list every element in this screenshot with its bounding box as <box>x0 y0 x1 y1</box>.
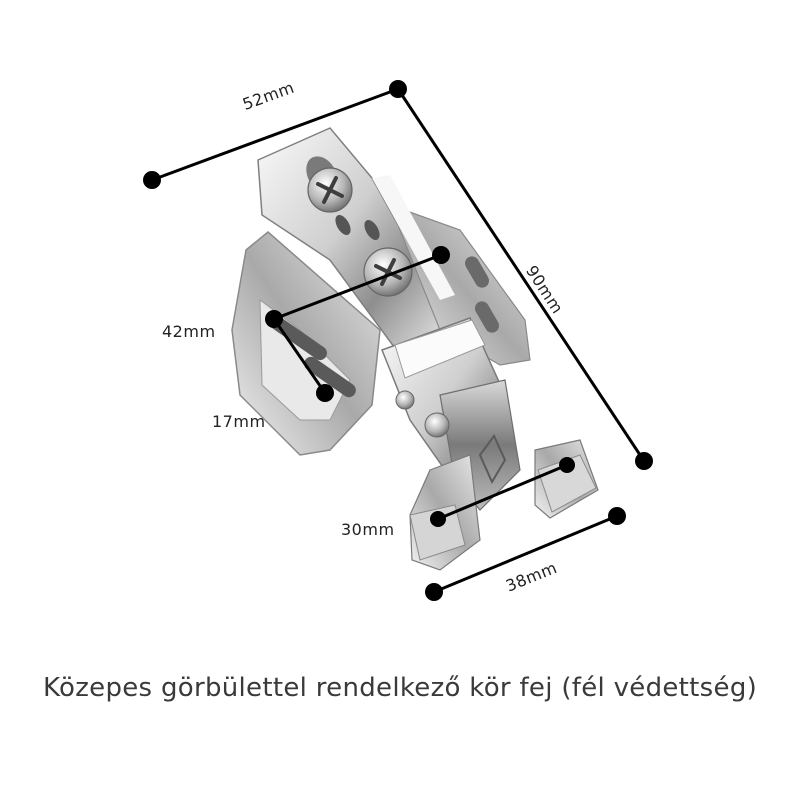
dimension-line-30mm <box>430 457 575 527</box>
dimension-label-hole-spacing: 42mm <box>162 322 216 341</box>
dimension-label-cup-offset: 30mm <box>341 520 395 539</box>
hinge-knuckle <box>381 317 521 511</box>
adjustment-screw-top <box>307 167 353 213</box>
dimension-line-38mm <box>425 507 626 601</box>
dimension-line-17mm <box>272 318 334 402</box>
product-caption: Közepes görbülettel rendelkező kör fej (… <box>42 673 758 703</box>
dimension-label-plate-offset: 17mm <box>212 412 266 431</box>
dimension-line-52mm <box>143 80 407 189</box>
hinge-cup-feet <box>409 439 599 571</box>
dimension-line-90mm <box>396 88 653 470</box>
adjustment-screw-middle <box>363 247 413 297</box>
